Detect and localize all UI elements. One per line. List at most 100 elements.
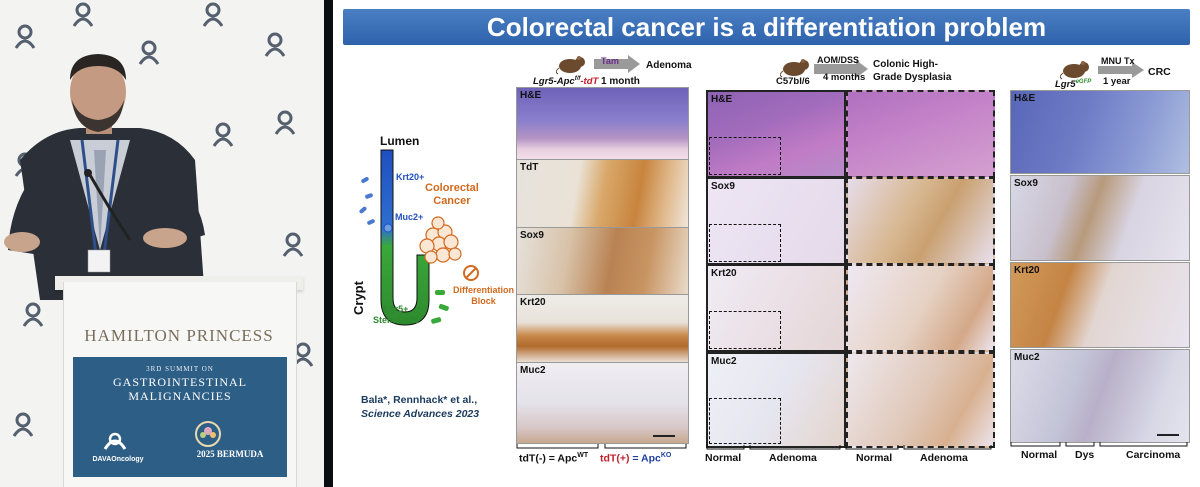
row-label-muc2: Muc2: [711, 356, 737, 367]
model-label-suffix: -tdT: [580, 76, 599, 88]
zoom-box: [709, 224, 781, 262]
muc2-image-zoom: [846, 352, 995, 448]
speaker-video: HAMILTON PRINCESS 3RD SUMMIT ON GASTROIN…: [0, 0, 324, 487]
tdt-positive-label: tdT(+) = ApcKO: [600, 452, 671, 465]
model-label: C57bl/6: [776, 76, 810, 87]
event-name-line1: GASTROINTESTINAL: [113, 375, 247, 389]
citation: Bala*, Rennhack* et al., Science Advance…: [361, 393, 479, 421]
backdrop-logo-icon: [262, 30, 288, 60]
duration-label: 1 year: [1103, 76, 1131, 87]
krt20-image: Krt20: [516, 294, 689, 364]
crypt-illustration: [359, 149, 479, 326]
duration-label: 4 months: [823, 72, 866, 83]
tdt-negative-sup: WT: [577, 452, 589, 459]
dava-logo-text: DAVAOncology: [92, 456, 144, 463]
arrow-right-icon: [814, 60, 868, 78]
mouse-icon: [780, 59, 809, 78]
muc2-image-normal: Muc2: [706, 352, 846, 448]
block-label-line1: Differentiation: [453, 285, 515, 295]
event-name: GASTROINTESTINAL MALIGNANCIES: [73, 375, 287, 403]
sox9-image: Sox9: [1010, 175, 1190, 261]
adenoma-label: Adenoma: [920, 452, 968, 464]
muc2-label: Muc2+: [395, 212, 424, 222]
tdt-positive-prefix: tdT(+): [600, 452, 630, 465]
model-label-sup: f/f: [574, 76, 581, 82]
carcinoma-label: Carcinoma: [1126, 449, 1181, 461]
model-label-sup: eGFP: [1075, 79, 1092, 85]
muc2-image: Muc2: [1010, 349, 1190, 443]
model-label-base: Lgr5: [1055, 79, 1076, 91]
crypt-label: Crypt: [351, 281, 366, 315]
hamilton-princess-logo: HAMILTON PRINCESS: [84, 326, 274, 345]
outcome-label-line1: Colonic High-: [873, 59, 938, 70]
lgr5-label-line1: Lgr5+: [383, 304, 409, 314]
cancer-label-line1: Colorectal: [425, 182, 479, 194]
outcome-label: Adenoma: [646, 60, 692, 71]
scale-bar: [653, 435, 675, 437]
presentation-slide: Colorectal cancer is a differentiation p…: [333, 0, 1200, 487]
dava-logo-icon: [103, 432, 127, 450]
event-banner: 3RD SUMMIT ON GASTROINTESTINAL MALIGNANC…: [73, 357, 287, 477]
treatment-label: AOM/DSS: [817, 55, 860, 65]
slide-title: Colorectal cancer is a differentiation p…: [486, 12, 1047, 42]
row-label-tdt: TdT: [520, 162, 539, 173]
citation-authors: Bala*, Rennhack* et al.,: [361, 394, 478, 406]
krt20-image: Krt20: [1010, 262, 1190, 348]
normal-label: Normal: [705, 452, 742, 464]
backdrop-logo-icon: [10, 410, 36, 440]
speaker-figure: [4, 54, 205, 300]
mouse-icon: [1060, 61, 1089, 80]
sox9-image-normal: Sox9: [706, 177, 846, 265]
row-label-he: H&E: [520, 90, 542, 101]
bermuda-logo-icon: [195, 421, 221, 447]
scale-bar: [1157, 434, 1179, 436]
treatment-label: Tam: [601, 56, 619, 66]
adenoma-label: Adenoma: [769, 452, 817, 464]
krt20-label: Krt20+: [396, 172, 425, 182]
outcome-label: CRC: [1148, 66, 1171, 78]
sox9-image-zoom: [846, 177, 995, 265]
row-label-sox9: Sox9: [711, 181, 735, 192]
row-label-muc2: Muc2: [1014, 352, 1040, 363]
he-image-normal: H&E: [706, 90, 846, 178]
bottom-bracket: [1010, 442, 1188, 447]
row-label-krt20: Krt20: [520, 297, 546, 308]
backdrop-logo-icon: [136, 38, 162, 68]
cancer-label-line2: Cancer: [433, 195, 471, 207]
event-name-line2: MALIGNANCIES: [128, 389, 232, 403]
outcome-label-line2: Grade Dysplasia: [873, 72, 952, 83]
normal-label: Normal: [856, 452, 893, 464]
he-image: H&E: [1010, 90, 1190, 174]
block-label-line2: Block: [471, 296, 496, 306]
duration-label: 1 month: [601, 76, 640, 87]
citation-journal: Science Advances 2023: [361, 408, 480, 420]
he-image: H&E: [516, 87, 689, 161]
model-label-base: Lgr5-Apc: [533, 76, 575, 88]
backdrop-logo-icon: [70, 0, 96, 30]
tdt-negative-text: tdT(-) = Apc: [519, 452, 578, 465]
differentiation-block-label: Differentiation Block: [453, 285, 514, 307]
lgr5-label-line2: Stem Cells: [373, 315, 420, 325]
backdrop-logo-icon: [20, 300, 46, 330]
tdt-negative-label: tdT(-) = ApcWT: [519, 452, 588, 465]
backdrop-logo-icon: [210, 120, 236, 150]
arrow-right-icon: [594, 55, 640, 73]
zoom-box: [709, 137, 781, 175]
row-label-sox9: Sox9: [520, 230, 544, 241]
backdrop-logo-icon: [12, 22, 38, 52]
title-bar: Colorectal cancer is a differentiation p…: [343, 9, 1190, 45]
tdt-positive-eq: = Apc: [629, 452, 661, 465]
summit-line: 3RD SUMMIT ON: [146, 365, 214, 373]
bottom-bracket: [516, 444, 687, 449]
arrow-right-icon: [1098, 62, 1144, 78]
row-label-muc2: Muc2: [520, 365, 546, 376]
bottom-bracket: [706, 445, 992, 450]
bermuda-logo-text: 2025 BERMUDA: [196, 449, 264, 459]
row-label-he: H&E: [1014, 93, 1036, 104]
row-label-sox9: Sox9: [1014, 178, 1038, 189]
row-label-he: H&E: [711, 94, 733, 105]
krt20-image-normal: Krt20: [706, 264, 846, 352]
tdt-image: TdT: [516, 159, 689, 229]
tdt-positive-sup: KO: [660, 452, 672, 459]
row-label-krt20: Krt20: [711, 268, 737, 279]
